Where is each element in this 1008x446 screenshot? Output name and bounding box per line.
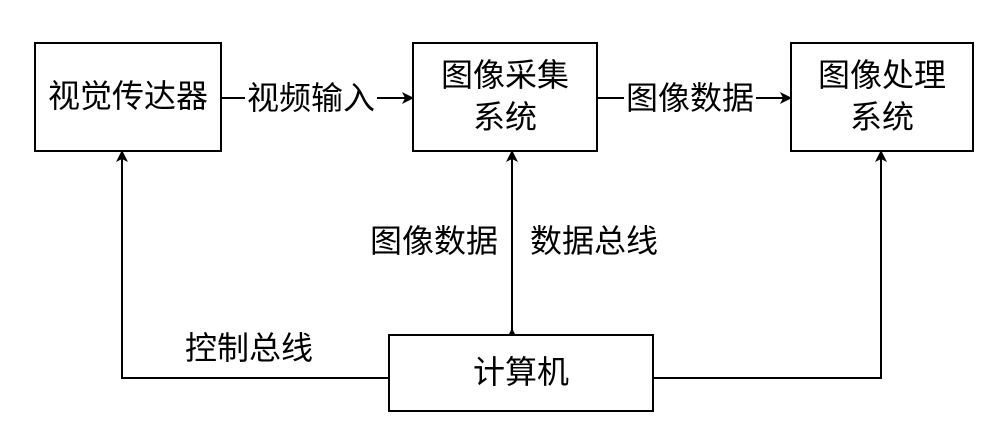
sensor-box: 视觉传达器 <box>34 42 222 152</box>
computer-label: 计算机 <box>472 353 569 392</box>
image-data-vertical-label: 图像数据 <box>370 222 499 260</box>
capture-label-line1: 图像采集 <box>440 56 569 95</box>
data-bus-label: 数据总线 <box>530 222 659 260</box>
processing-label-line2: 系统 <box>849 98 914 136</box>
video-input-label: 视频输入 <box>245 79 378 117</box>
image-data-top-label: 图像数据 <box>624 79 757 117</box>
arrow-computer-to-processing <box>654 150 887 379</box>
computer-box: 计算机 <box>388 334 654 412</box>
control-bus-label: 控制总线 <box>185 329 314 367</box>
capture-box: 图像采集 系统 <box>412 42 598 152</box>
capture-label-line2: 系统 <box>472 98 537 136</box>
processing-label-line1: 图像处理 <box>817 56 946 95</box>
sensor-label: 视觉传达器 <box>47 77 208 116</box>
processing-box: 图像处理 系统 <box>790 42 974 152</box>
arrow-computer-to-sensor <box>116 150 388 379</box>
